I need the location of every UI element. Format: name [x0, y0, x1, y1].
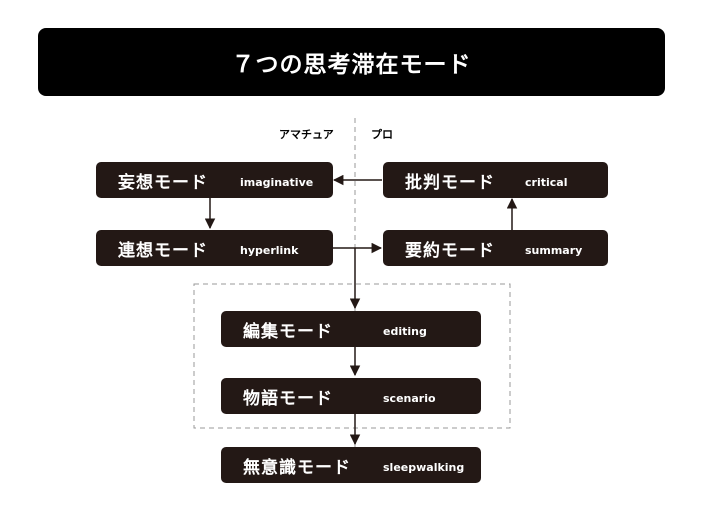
node-critical-en: critical	[525, 176, 568, 189]
node-hyperlink: 連想モード hyperlink	[96, 230, 333, 266]
node-summary-en: summary	[525, 244, 583, 257]
node-scenario: 物語モード scenario	[221, 378, 481, 414]
node-critical: 批判モード critical	[383, 162, 608, 198]
node-summary: 要約モード summary	[383, 230, 608, 266]
node-editing-en: editing	[383, 325, 427, 338]
node-imaginative-en: imaginative	[240, 176, 314, 189]
pro-label: プロ	[371, 128, 393, 141]
amateur-label: アマチュア	[279, 128, 334, 141]
node-editing-jp: 編集モード	[243, 321, 333, 342]
group-box	[193, 283, 511, 429]
node-sleepwalking: 無意識モード sleepwalking	[221, 447, 481, 483]
node-hyperlink-jp: 連想モード	[118, 240, 208, 261]
node-imaginative-jp: 妄想モード	[118, 172, 208, 193]
node-sleepwalking-en: sleepwalking	[383, 461, 465, 474]
title-banner: ７つの思考滞在モード	[38, 28, 665, 96]
node-imaginative: 妄想モード imaginative	[96, 162, 333, 198]
node-scenario-jp: 物語モード	[243, 388, 333, 409]
node-sleepwalking-jp: 無意識モード	[243, 457, 351, 478]
node-critical-jp: 批判モード	[405, 172, 495, 193]
diagram-title: ７つの思考滞在モード	[231, 52, 472, 78]
node-hyperlink-en: hyperlink	[240, 244, 299, 257]
node-editing: 編集モード editing	[221, 311, 481, 347]
node-scenario-en: scenario	[383, 392, 436, 405]
node-summary-jp: 要約モード	[405, 240, 495, 261]
